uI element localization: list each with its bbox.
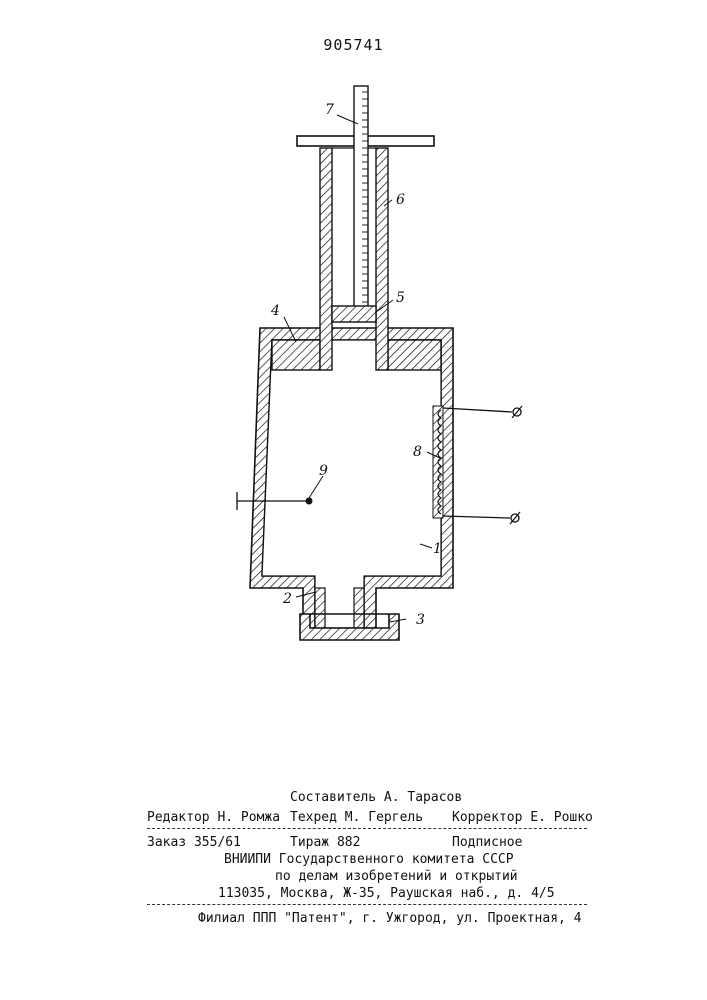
imprint-divider-bottom — [147, 904, 587, 905]
imprint-address: 113035, Москва, Ж-35, Раушская наб., д. … — [218, 886, 555, 901]
imprint-subscription: Подписное — [452, 835, 522, 850]
imprint-circulation: Тираж 882 — [290, 835, 360, 850]
imprint-corrector: Корректор Е. Рошко — [452, 810, 593, 825]
label-5: 5 — [396, 290, 405, 306]
bottom-neck-left-wall — [315, 588, 325, 628]
bottom-neck-right-wall — [354, 588, 364, 628]
terminal-bottom — [510, 512, 520, 524]
imprint-compiler: Составитель А. Тарасов — [290, 790, 462, 805]
lid-right — [388, 340, 441, 370]
device-drawing: 7 6 5 4 8 9 1 2 3 — [0, 0, 707, 760]
imprint-org2: по делам изобретений и открытий — [275, 869, 518, 884]
label-9: 9 — [319, 463, 328, 479]
label-1: 1 — [433, 541, 442, 557]
cylinder-right-wall — [376, 148, 388, 370]
label-2: 2 — [282, 591, 292, 607]
imprint-techred: Техред М. Гергель — [290, 810, 423, 825]
lid-left — [272, 340, 320, 370]
label-6: 6 — [396, 192, 405, 208]
label-7: 7 — [325, 102, 334, 118]
sensor-tip — [306, 498, 313, 505]
terminal-top — [512, 406, 522, 418]
label-4: 4 — [270, 303, 280, 319]
imprint-editor: Редактор Н. Ромжа — [147, 810, 280, 825]
piston — [332, 306, 376, 322]
imprint-org1: ВНИИПИ Государственного комитета СССР — [224, 852, 514, 867]
imprint-branch: Филиал ППП "Патент", г. Ужгород, ул. Про… — [198, 911, 582, 926]
imprint-order: Заказ 355/61 — [147, 835, 241, 850]
cylinder-left-wall — [320, 148, 332, 370]
imprint-divider-top — [147, 828, 587, 829]
label-3: 3 — [416, 612, 425, 628]
label-8: 8 — [413, 444, 422, 460]
